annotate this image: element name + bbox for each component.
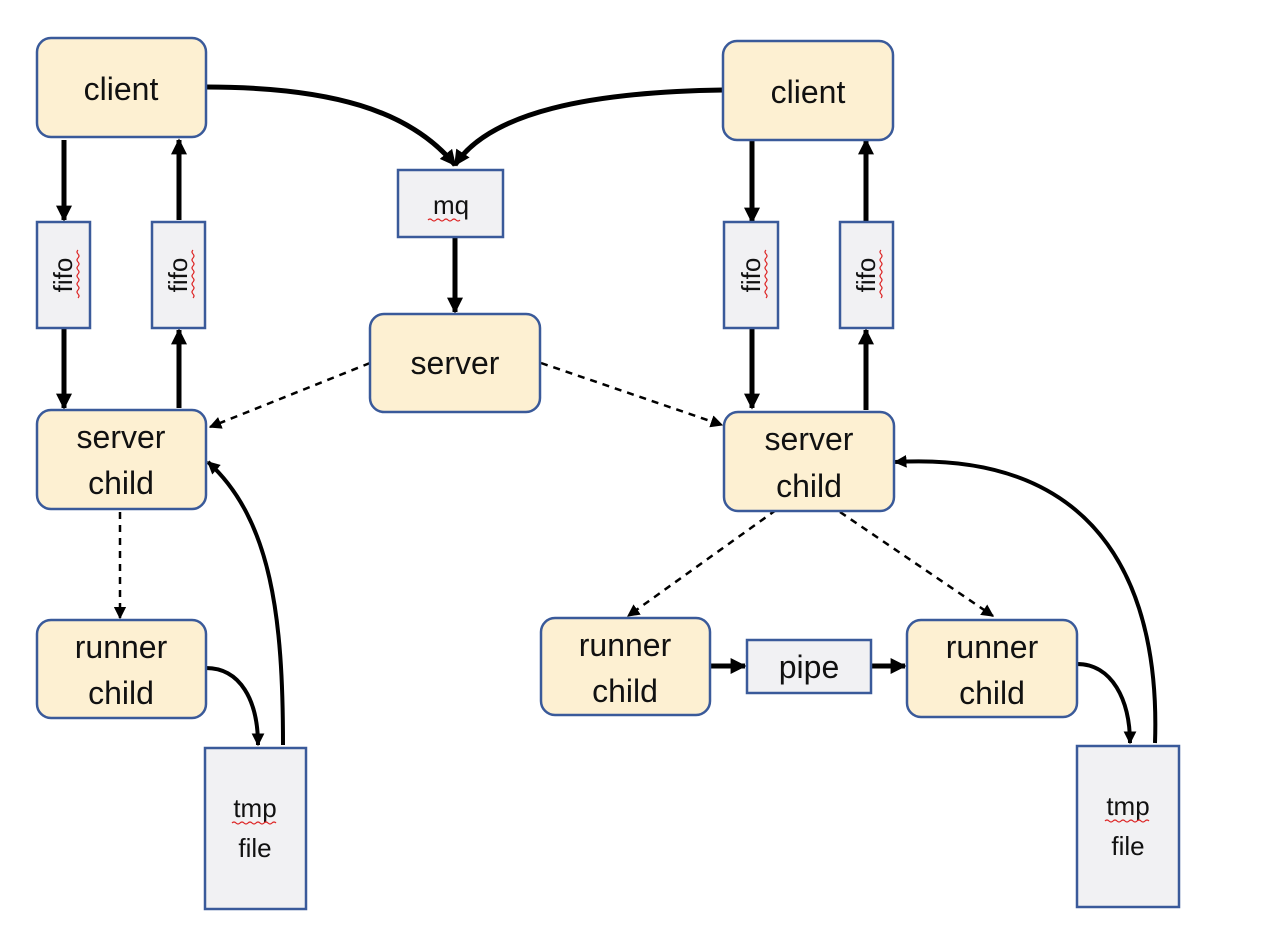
server-node: server: [368, 312, 542, 414]
fifo-node-4: fifo: [838, 220, 895, 330]
fifo-label-3: fifo: [736, 258, 766, 293]
server-child-right-node: server child: [722, 410, 896, 513]
runner-child-left-line1: runner: [75, 629, 168, 665]
tmp-file-right-node: tmp file: [1075, 744, 1181, 909]
fifo-node-1: fifo: [35, 220, 92, 330]
pipe-node: pipe: [745, 638, 873, 695]
runner-child-right-1-line1: runner: [579, 627, 672, 663]
server-child-left-line2: child: [88, 465, 154, 501]
tmp-file-left-line2: file: [238, 833, 271, 863]
mq-spellcheck-underline: [427, 218, 461, 222]
client-left-label: client: [84, 71, 159, 107]
runner-child-right-2-line2: child: [959, 675, 1025, 711]
arrow-runner-child-left-to-tmp-file: [205, 666, 265, 747]
fifo-label-1: fifo: [48, 258, 78, 293]
arrow-runner-child-right-to-tmp-file: [1076, 662, 1137, 745]
runner-child-right-1-line2: child: [592, 673, 658, 709]
runner-child-right-1-node: runner child: [539, 616, 712, 717]
runner-child-right-2-node: runner child: [905, 618, 1079, 719]
fifo-node-2: fifo: [150, 220, 207, 330]
runner-child-left-node: runner child: [35, 618, 208, 720]
fifo-label-4: fifo: [851, 258, 881, 293]
client-right-label: client: [771, 74, 846, 110]
mq-node: mq: [396, 168, 505, 239]
arrow-tmp-file-right-to-server-child: [893, 454, 1158, 744]
fifo-node-3: fifo: [722, 220, 780, 330]
tmp-file-right-line2: file: [1111, 831, 1144, 861]
client-right-node: client: [721, 39, 895, 142]
tmp-file-left-line1: tmp: [233, 793, 276, 823]
fifo-1-spellcheck-underline: [76, 249, 80, 299]
server-child-right-line2: child: [776, 468, 842, 504]
server-child-left-line1: server: [77, 419, 166, 455]
fifo-3-spellcheck-underline: [764, 249, 768, 299]
server-child-left-node: server child: [35, 408, 208, 511]
arrow-tmp-file-left-to-server-child: [206, 460, 285, 746]
mq-label: mq: [433, 190, 469, 220]
fifo-label-2: fifo: [163, 258, 193, 293]
tmp-file-left-node: tmp file: [203, 746, 308, 911]
server-label: server: [411, 345, 500, 381]
runner-child-left-line2: child: [88, 675, 154, 711]
dashed-server-to-server-child-right: [540, 361, 724, 428]
arrow-client-right-to-mq: [452, 87, 724, 167]
dashed-server-to-server-child-left: [208, 361, 371, 429]
tmp-file-right-line1: tmp: [1106, 791, 1149, 821]
server-child-right-line1: server: [765, 421, 854, 457]
client-left-node: client: [35, 36, 208, 139]
runner-child-right-2-line1: runner: [946, 629, 1039, 665]
dashed-server-child-right-to-runner-child-1: [626, 508, 777, 618]
arrow-client-left-to-mq: [205, 84, 457, 167]
fifo-4-spellcheck-underline: [879, 249, 883, 299]
fifo-2-spellcheck-underline: [191, 249, 195, 299]
pipe-label: pipe: [779, 649, 840, 685]
tmp-left-spellcheck-underline: [231, 821, 277, 825]
tmp-right-spellcheck-underline: [1104, 819, 1150, 823]
dashed-server-child-right-to-runner-child-2: [839, 510, 995, 618]
